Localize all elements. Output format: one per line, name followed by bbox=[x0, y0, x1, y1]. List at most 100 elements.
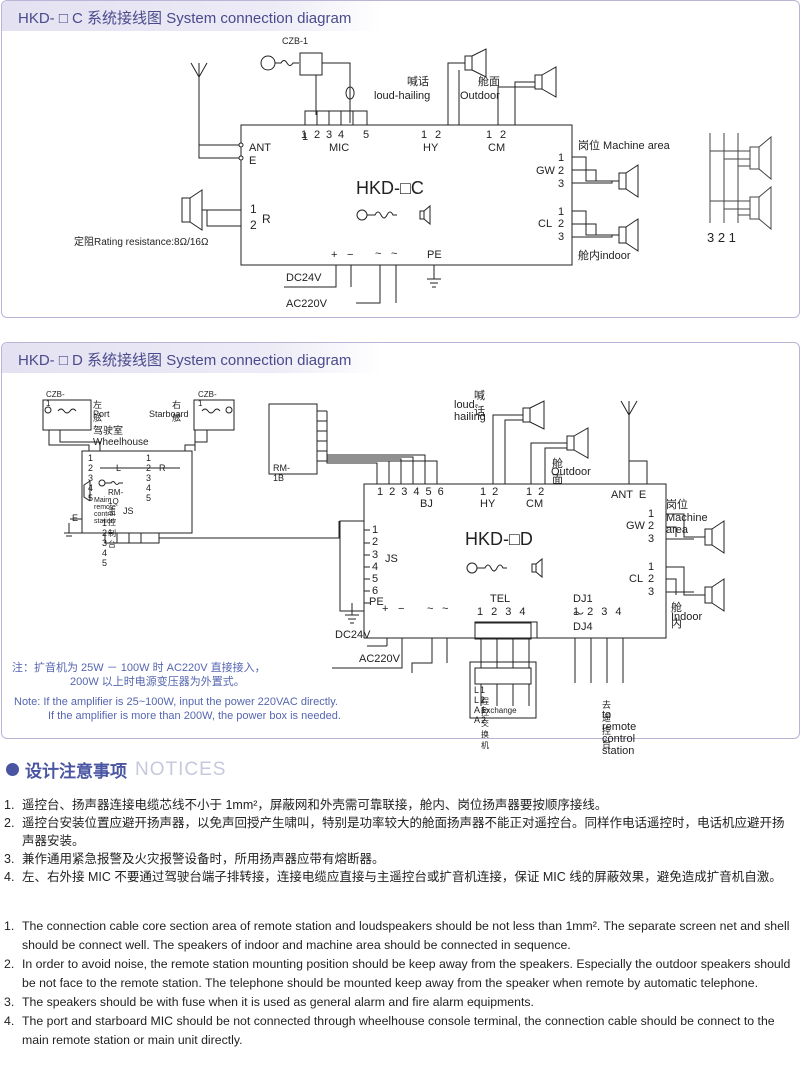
mic-small-icon bbox=[83, 480, 91, 502]
list-item: 4.左、右外接 MIC 不要通过驾驶台端子排转接，连接电缆应直接与主遥控台或扩音… bbox=[4, 870, 782, 884]
cm-2: 2 bbox=[500, 129, 507, 141]
cl-3: 3 bbox=[558, 231, 565, 243]
l-group: L bbox=[116, 463, 122, 473]
hy-terminals-d: 12 bbox=[480, 486, 505, 498]
machine-area-label: 岗位 Machine area bbox=[578, 138, 671, 152]
list-item: 1.遥控台、扬声器连接电缆芯线不小于 1mm²，屏蔽网和外壳需可靠联接，舱内、岗… bbox=[4, 798, 608, 812]
plus-label-d: + bbox=[382, 603, 389, 615]
gw-1-d: 1 bbox=[648, 508, 655, 520]
tel-label: TEL bbox=[490, 593, 511, 605]
tilde-1: ~ bbox=[375, 248, 382, 260]
hkd-d-diagram: HKD-□D bbox=[42, 399, 725, 719]
outdoor-en-d: Outdoor bbox=[551, 466, 591, 478]
panel-c-title: HKD- □ C 系统接线图 System connection diagram bbox=[18, 10, 352, 27]
hy-1: 1 bbox=[421, 129, 428, 141]
hy-label: HY bbox=[423, 142, 439, 154]
loud-hailing-en-d: loud-hailing bbox=[454, 399, 486, 423]
r-input-label: R bbox=[262, 212, 271, 226]
tel-strip bbox=[474, 621, 538, 639]
pe-label-d: PE bbox=[369, 596, 384, 608]
gw-2-d: 2 bbox=[648, 520, 655, 532]
outdoor-en: Outdoor bbox=[460, 90, 500, 102]
cl-1-d: 1 bbox=[648, 561, 655, 573]
dc24v-label: DC24V bbox=[286, 272, 322, 284]
cm-1: 1 bbox=[486, 129, 493, 141]
rm1q-label: RM-1Q主控制台 bbox=[108, 488, 124, 549]
mic-label: MIC bbox=[329, 142, 350, 154]
exchange-terminals: L1 L2 A1 A2 bbox=[474, 685, 488, 725]
mic-4: 4 bbox=[338, 129, 345, 141]
list-item: 2.In order to avoid noise, the remote st… bbox=[4, 957, 791, 990]
r-terminals: 1 2 3 4 5 bbox=[146, 453, 153, 503]
dc24v-label-d: DC24V bbox=[335, 629, 371, 641]
hkd-c-diagram: HKD-□C ANT E 1 2 R 定阻Rating resistance:8… bbox=[74, 36, 772, 310]
notices-en-list: 1.The connection cable core section area… bbox=[4, 917, 796, 1050]
loud-hailing-zh-d: 喊话 bbox=[474, 390, 485, 418]
loud-hailing-zh: 喊话 bbox=[407, 75, 429, 88]
cl-2-d: 2 bbox=[648, 573, 655, 585]
indoor-speaker-icon-d bbox=[666, 566, 725, 612]
r-input-1: 1 bbox=[250, 202, 257, 216]
tilde-1-d: ~ bbox=[427, 603, 434, 615]
cm-label: CM bbox=[488, 142, 506, 154]
speaker-symbol-icon-d bbox=[531, 557, 543, 579]
czb-port-box bbox=[42, 399, 92, 431]
exchange-box bbox=[469, 661, 537, 719]
rm1q-mic-icon bbox=[98, 479, 123, 487]
czb-label: CZB-1 bbox=[282, 36, 308, 46]
gw-1: 1 bbox=[558, 152, 565, 164]
mic-terminals: 1 bbox=[302, 131, 308, 143]
list-item: 3.The speakers should be with fuse when … bbox=[4, 995, 534, 1009]
panel-d-title-bar: HKD- □ D 系统接线图 System connection diagram bbox=[2, 343, 382, 373]
side-number-labels: 3 2 1 bbox=[707, 230, 736, 245]
outdoor-zh-d: 舱面 bbox=[552, 458, 563, 486]
note-zh-1: 注：扩音机为 25W － 100W 时 AC220V 直接接入， bbox=[12, 662, 266, 674]
panel-hkd-d: HKD- □ D 系统接线图 System connection diagram… bbox=[1, 342, 800, 757]
rm1q-en-label: Main remote control station bbox=[94, 497, 116, 525]
remote-en: to remote control station bbox=[602, 709, 637, 757]
hy-label-d: HY bbox=[480, 498, 496, 510]
outdoor-zh: 舱面 bbox=[478, 74, 500, 88]
czb-port-label: CZB-1 bbox=[46, 390, 65, 408]
czb-starboard-box bbox=[193, 399, 235, 431]
cl-1: 1 bbox=[558, 206, 565, 218]
indoor-speaker-icon bbox=[572, 210, 639, 252]
panel-hkd-c: HKD- □ C 系统接线图 System connection diagram… bbox=[1, 0, 800, 318]
hy-2: 2 bbox=[435, 129, 442, 141]
gw-2: 2 bbox=[558, 165, 565, 177]
dj-terminals: 1234 bbox=[573, 606, 630, 618]
antenna-icon-d bbox=[620, 400, 648, 484]
hkd-c-unit-box bbox=[240, 124, 573, 266]
js-terminals-left: 1 2 3 4 5 bbox=[102, 518, 110, 568]
js-label-left: JS bbox=[123, 506, 134, 516]
tel-terminals: 1234 bbox=[477, 606, 534, 618]
czb-transformer-icon bbox=[260, 52, 355, 123]
cm-terminals-d: 12 bbox=[526, 486, 551, 498]
loud-hailing-speaker-icon bbox=[447, 48, 487, 125]
outdoor-speaker-icon bbox=[497, 66, 557, 125]
mic-symbol-icon-d bbox=[466, 562, 507, 574]
list-item: 4.The port and starboard MIC should be n… bbox=[4, 1014, 775, 1047]
js-terminal-box bbox=[339, 520, 365, 612]
tilde-2: ~ bbox=[391, 248, 398, 260]
notices-title-en: NOTICES bbox=[135, 758, 227, 780]
exchange-zh: 程控交换机 bbox=[481, 697, 489, 750]
port-en: Port bbox=[93, 409, 110, 419]
dj-label: DJ1～DJ4 bbox=[573, 593, 593, 633]
list-item: 2.遥控台安装位置应避开扬声器，以免声回授产生啸叫，特别是功率较大的舱面扬声器不… bbox=[4, 816, 785, 848]
indoor-en-d: Indoor bbox=[671, 611, 703, 623]
r-input-2: 2 bbox=[250, 218, 257, 232]
side-speaker-detail bbox=[709, 133, 772, 231]
notices-zh-list: 1.遥控台、扬声器连接电缆芯线不小于 1mm²，屏蔽网和外壳需可靠联接，舱内、岗… bbox=[4, 796, 796, 886]
indoor-zh-d: 舱内 bbox=[671, 602, 682, 630]
gw-label: GW bbox=[536, 165, 555, 177]
note-en-1: Note: If the amplifier is 25~100W, input… bbox=[14, 696, 338, 708]
ant-e-label-d: ANT E bbox=[611, 489, 647, 501]
cl-label: CL bbox=[538, 218, 553, 230]
mic-5: 5 bbox=[363, 129, 370, 141]
pe-label: PE bbox=[427, 249, 442, 261]
rm1b-box bbox=[268, 403, 318, 475]
rating-speaker-icon bbox=[181, 189, 241, 231]
ac220v-label-d: AC220V bbox=[359, 653, 400, 665]
